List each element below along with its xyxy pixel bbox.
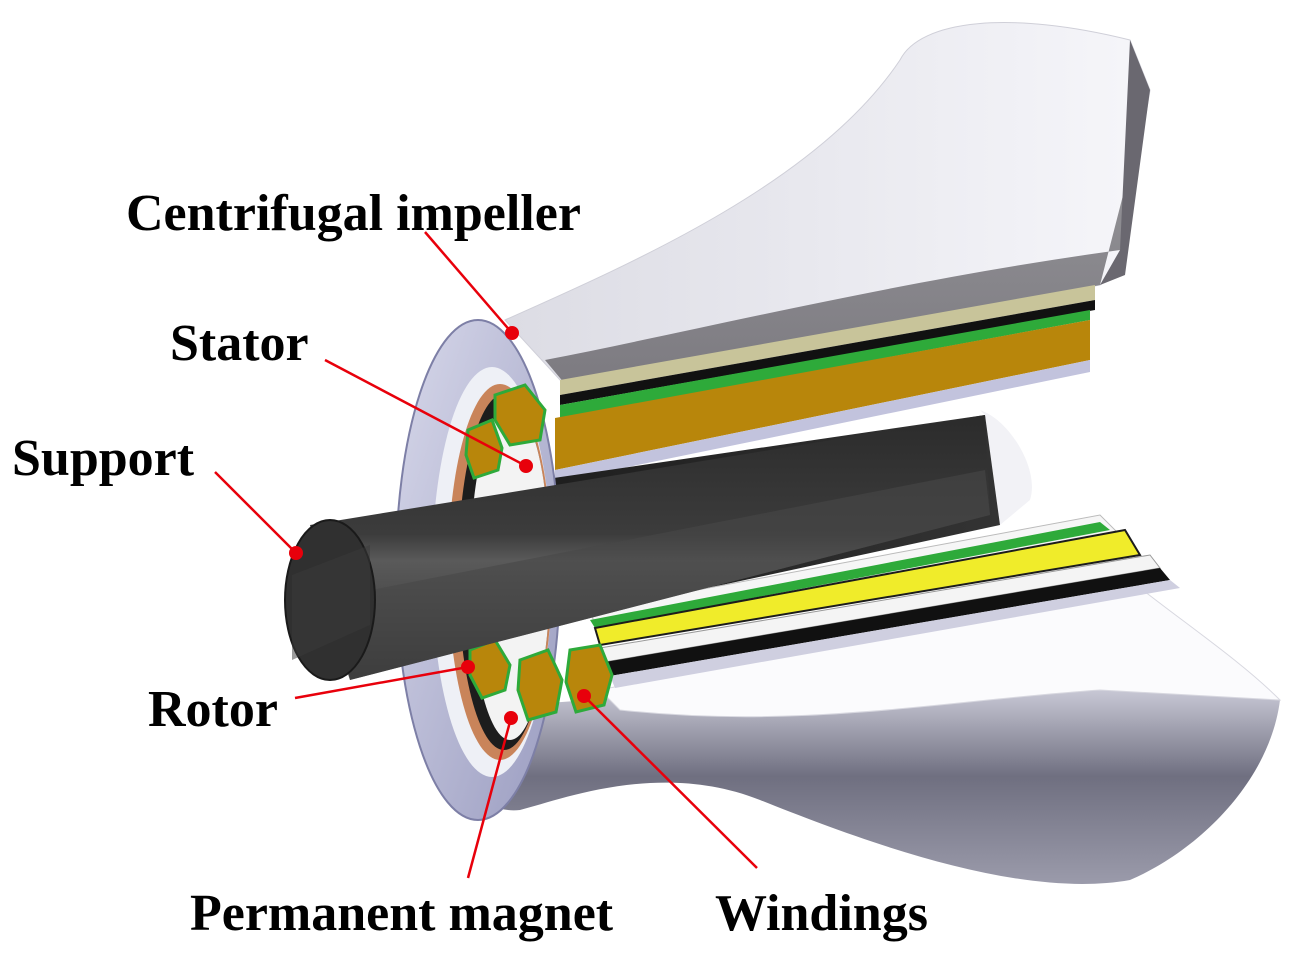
- label-rotor: Rotor: [148, 681, 278, 738]
- support-shaft: [284, 415, 990, 681]
- leader-support: [214, 471, 297, 554]
- anchor-centrifugal-impeller: [505, 326, 519, 340]
- anchor-stator: [519, 459, 533, 473]
- stator-lower-layers: [589, 514, 1180, 688]
- label-support: Support: [12, 430, 195, 487]
- leader-windings: [583, 695, 758, 869]
- leader-centrifugal-impeller: [424, 231, 513, 334]
- impeller-lower-cut-face: [598, 579, 1282, 718]
- leader-lines: [214, 231, 758, 879]
- impeller-lower-surface: [430, 688, 1280, 884]
- anchor-support: [289, 546, 303, 560]
- labels: Centrifugal impeller Stator Support Roto…: [12, 185, 928, 942]
- stator-winding-band-upper: [555, 320, 1090, 470]
- label-permanent-magnet: Permanent magnet: [190, 885, 614, 942]
- label-stator: Stator: [170, 315, 309, 372]
- anchor-permanent-magnet: [504, 711, 518, 725]
- stator-upper-layers: [555, 285, 1095, 482]
- centrifugal-impeller-body: [430, 22, 1282, 884]
- stator-winding-band-lower: [593, 528, 1142, 647]
- leader-rotor: [294, 665, 469, 700]
- label-centrifugal-impeller: Centrifugal impeller: [126, 185, 581, 242]
- anchor-windings: [577, 689, 591, 703]
- leader-stator: [324, 358, 527, 468]
- anchor-rotor: [461, 660, 475, 674]
- leader-permanent-magnet: [466, 717, 513, 879]
- label-windings: Windings: [715, 885, 928, 942]
